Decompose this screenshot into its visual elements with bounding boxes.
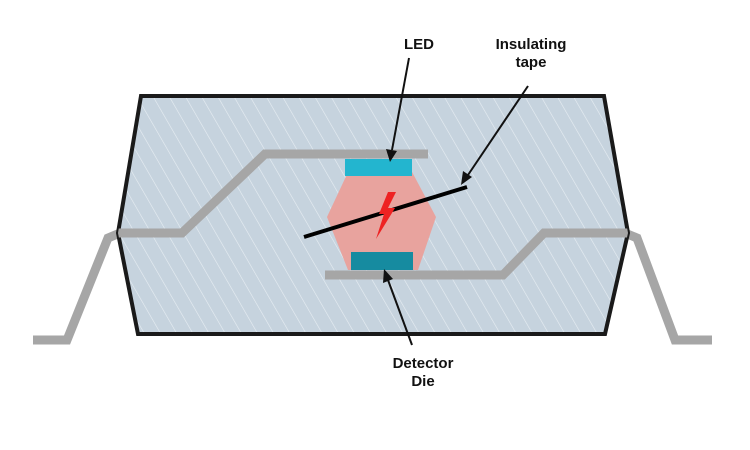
tape-arrow bbox=[461, 85, 529, 185]
detector-label-line2: Die bbox=[411, 373, 434, 390]
detector-arrow bbox=[383, 269, 413, 346]
lead-frame-inner bbox=[118, 149, 628, 280]
insulating-tape-label-line2: tape bbox=[516, 54, 547, 71]
led-arrow bbox=[386, 57, 410, 162]
detector-label-line1: Detector bbox=[393, 355, 454, 372]
lead-frame-outer bbox=[33, 228, 712, 345]
led-label: LED bbox=[404, 36, 434, 53]
led-die bbox=[345, 159, 412, 176]
lower-lead-frame bbox=[325, 228, 628, 280]
detector-die bbox=[351, 252, 413, 270]
insulating-tape-label-line1: Insulating bbox=[496, 36, 567, 53]
leader-arrows bbox=[383, 57, 529, 346]
left-outer-lead bbox=[33, 228, 122, 345]
lightning-bolt-icon bbox=[376, 192, 396, 239]
right-outer-lead bbox=[623, 228, 712, 345]
coupling-cavity bbox=[327, 170, 436, 270]
upper-lead-frame bbox=[118, 149, 428, 238]
